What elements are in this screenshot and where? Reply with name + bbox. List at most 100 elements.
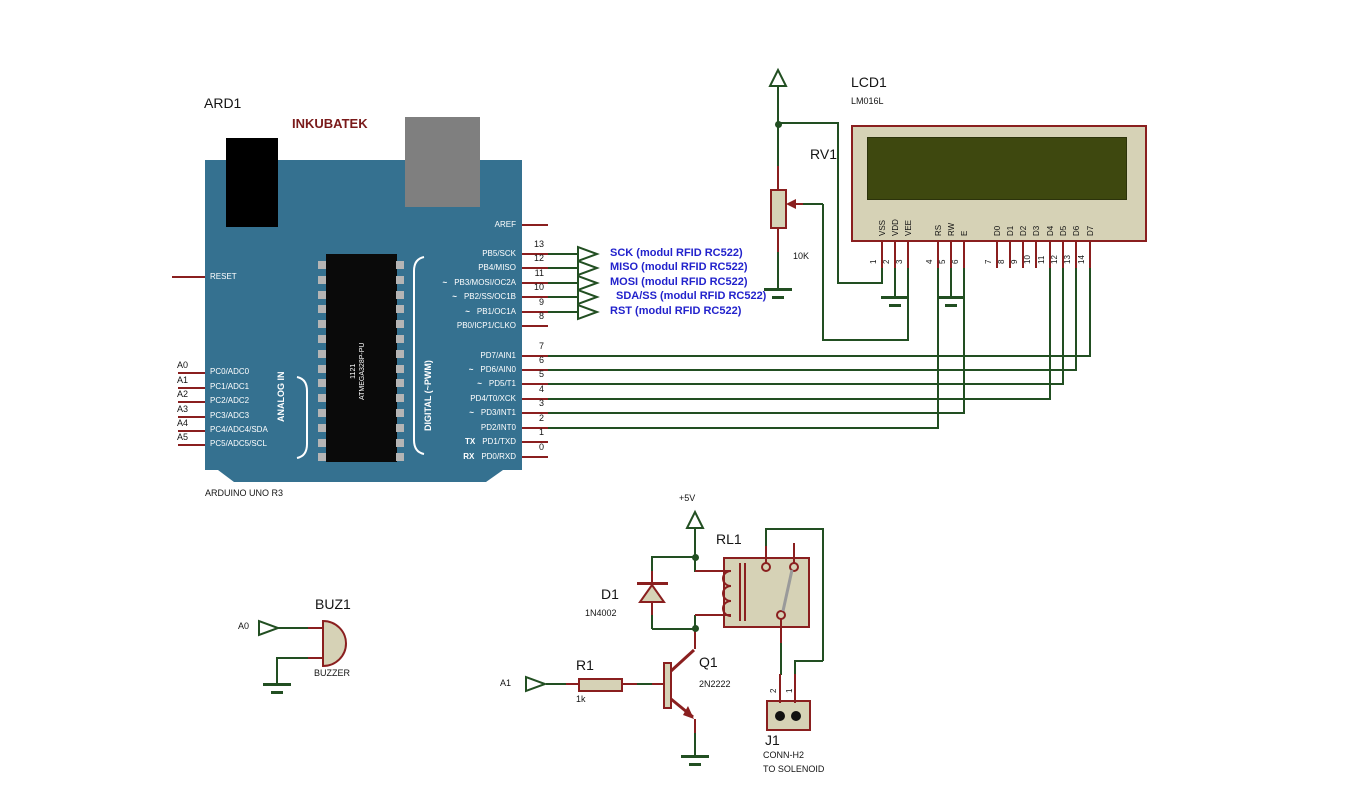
wire bbox=[777, 166, 779, 189]
wire bbox=[172, 276, 205, 278]
wire bbox=[652, 628, 695, 630]
wire bbox=[548, 282, 578, 284]
pin-name: PD7/AIN1 bbox=[480, 351, 516, 360]
pin-number: 3 bbox=[538, 398, 544, 408]
arduino-power-jack bbox=[226, 138, 278, 227]
chip-pad bbox=[318, 424, 326, 432]
pin-name: PC1/ADC1 bbox=[210, 382, 250, 391]
connector-pin-number: 1 bbox=[785, 688, 794, 693]
arduino-brand: INKUBATEK bbox=[292, 116, 368, 131]
chip-pad bbox=[318, 453, 326, 461]
wire bbox=[548, 369, 1077, 371]
wire bbox=[652, 556, 695, 558]
arduino-pin-row-PB2/SS/OC1B: ~PB2/SS/OC1B bbox=[360, 291, 516, 302]
wire bbox=[1035, 242, 1037, 268]
connector-note: TO SOLENOID bbox=[763, 764, 825, 774]
wire bbox=[522, 267, 548, 269]
lcd-pin-name: D7 bbox=[1086, 225, 1095, 236]
analog-ext-label: A4 bbox=[177, 418, 189, 428]
wire bbox=[765, 528, 824, 530]
wire bbox=[937, 242, 939, 268]
pin-name: PD5/T1 bbox=[488, 379, 516, 388]
reset-pin-label: RESET bbox=[210, 272, 237, 281]
wire bbox=[548, 296, 578, 298]
resistor-body[interactable] bbox=[578, 678, 623, 692]
ground-icon bbox=[681, 755, 709, 758]
arduino-pin-row-PB5/SCK: PB5/SCK bbox=[360, 248, 516, 259]
wire bbox=[695, 614, 731, 616]
wire bbox=[522, 311, 548, 313]
wire bbox=[651, 556, 653, 572]
lcd-pin-name: D3 bbox=[1032, 225, 1041, 236]
chip-pad bbox=[318, 394, 326, 402]
pin-number: 2 bbox=[538, 413, 544, 423]
wire bbox=[178, 387, 205, 389]
lcd-pin-name: D2 bbox=[1019, 225, 1028, 236]
chip-pad bbox=[396, 409, 404, 417]
lcd-pin-number: 13 bbox=[1063, 255, 1072, 264]
lcd-pin-name: RS bbox=[934, 224, 943, 236]
wire bbox=[777, 123, 779, 167]
wire bbox=[522, 355, 548, 357]
wire bbox=[522, 398, 548, 400]
transistor-emitter-arrow-icon bbox=[683, 706, 694, 719]
pin-number: 11 bbox=[534, 268, 544, 278]
connector-ref: J1 bbox=[765, 732, 780, 748]
pot-body[interactable] bbox=[770, 189, 787, 229]
plus5v-label: +5V bbox=[679, 493, 696, 503]
lcd-pin-name: D6 bbox=[1072, 225, 1081, 236]
pin-name: PD3/INT1 bbox=[480, 408, 516, 417]
chip-pad bbox=[396, 439, 404, 447]
pin-number: 7 bbox=[538, 341, 544, 351]
lcd-pin-number: 3 bbox=[895, 259, 904, 264]
arduino-pin-row-PD4/T0/XCK: PD4/T0/XCK bbox=[360, 393, 516, 404]
lcd-pin-name: VDD bbox=[891, 219, 900, 236]
wire bbox=[780, 643, 782, 675]
aref-pin-label: AREF bbox=[494, 220, 516, 229]
analog-ext-label: A0 bbox=[177, 360, 189, 370]
atmega-chip[interactable] bbox=[326, 254, 397, 462]
wire bbox=[522, 456, 548, 458]
arduino-pin-row-PB1/OC1A: ~PB1/OC1A bbox=[360, 306, 516, 317]
lcd-pin-name: D1 bbox=[1006, 225, 1015, 236]
lcd-pin-name: D0 bbox=[993, 225, 1002, 236]
buzzer-ref: BUZ1 bbox=[315, 596, 351, 612]
chip-pad bbox=[318, 305, 326, 313]
lcd-pin-number: 14 bbox=[1077, 255, 1086, 264]
chip-pad bbox=[396, 365, 404, 373]
transistor-collector bbox=[669, 648, 696, 673]
lcd-pin-number: 12 bbox=[1050, 255, 1059, 264]
ground-icon bbox=[689, 763, 701, 766]
chip-pad bbox=[396, 424, 404, 432]
wire bbox=[950, 267, 952, 297]
signal-arrow-icon bbox=[577, 288, 600, 306]
buzzer-input-label: A0 bbox=[238, 621, 250, 631]
pin-name: PB5/SCK bbox=[482, 249, 516, 258]
chip-pad bbox=[396, 320, 404, 328]
wire bbox=[522, 224, 548, 226]
pin-name: PC3/ADC3 bbox=[210, 411, 250, 420]
chip-pad bbox=[318, 350, 326, 358]
pin-name: PC4/ADC4/SDA bbox=[210, 425, 268, 434]
wire bbox=[548, 311, 578, 313]
connector-body[interactable] bbox=[766, 700, 811, 731]
pin-name: PB0/ICP1/CLKO bbox=[456, 321, 516, 330]
lcd-pin-name: D4 bbox=[1046, 225, 1055, 236]
arduino-pin-row-PD7/AIN1: PD7/AIN1 bbox=[360, 350, 516, 361]
pin-name: PD0/RXD bbox=[481, 452, 516, 461]
wire bbox=[794, 660, 823, 662]
wire bbox=[652, 683, 664, 685]
relay-body[interactable] bbox=[723, 557, 810, 628]
transistor-base-bar[interactable] bbox=[663, 662, 672, 709]
connector-type: CONN-H2 bbox=[763, 750, 805, 760]
lcd-pin-name: VSS bbox=[878, 219, 887, 236]
wire bbox=[881, 242, 883, 268]
pin-name: PC0/ADC0 bbox=[210, 367, 250, 376]
rfid-signal-label: RST (modul RFID RC522) bbox=[610, 305, 742, 317]
pin-number: 10 bbox=[533, 282, 544, 292]
wire bbox=[1089, 242, 1091, 268]
wire bbox=[694, 556, 696, 572]
pot-ref: RV1 bbox=[810, 146, 837, 162]
pin-name: PB4/MISO bbox=[478, 263, 516, 272]
